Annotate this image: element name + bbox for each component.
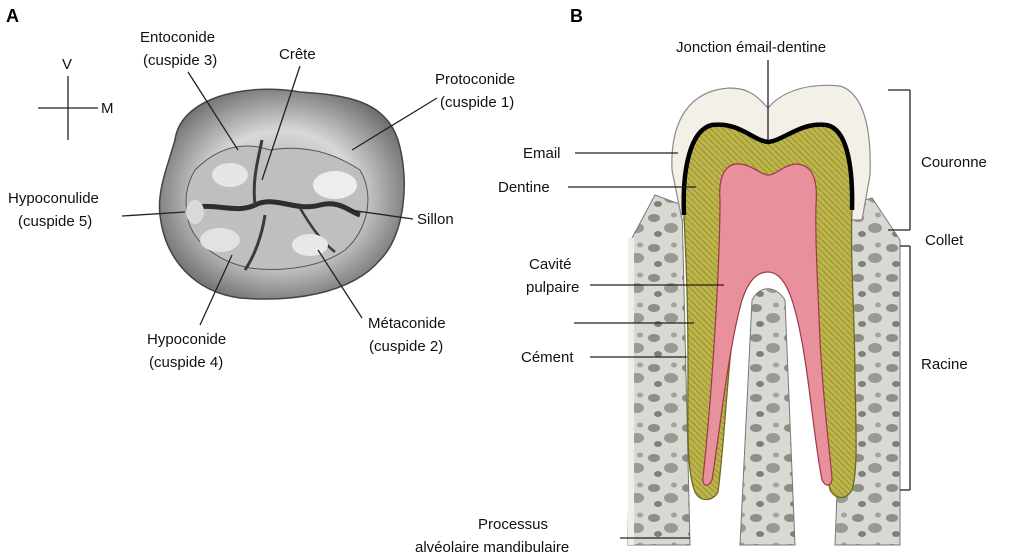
protoconide-label: Protoconide [435, 71, 515, 88]
entoconide-label: Entoconide [140, 29, 215, 46]
hypoconulide-label: Hypoconulide [8, 190, 99, 207]
racine-label: Racine [921, 356, 968, 373]
jonction-label: Jonction émail-dentine [676, 39, 826, 56]
cavite-label: Cavité [529, 256, 572, 273]
protoconide-sub-label: (cuspide 1) [440, 94, 514, 111]
hypoconide-label: Hypoconide [147, 331, 226, 348]
hypoconulide-sub-label: (cuspide 5) [18, 213, 92, 230]
crete-label: Crête [279, 46, 316, 63]
sillon-label: Sillon [417, 211, 454, 228]
entoconide-sub-label: (cuspide 3) [143, 52, 217, 69]
racine-bracket [900, 246, 910, 490]
orientation-m-label: M [101, 100, 114, 117]
orientation-cross: V M [38, 56, 114, 140]
panel-b-letter: B [570, 6, 583, 26]
metaconide-sub-label: (cuspide 2) [369, 338, 443, 355]
cavite-sub-label: pulpaire [526, 279, 579, 296]
cement-label: Cément [521, 349, 574, 366]
hypoconide-sub-label: (cuspide 4) [149, 354, 223, 371]
panel-a-letter: A [6, 6, 19, 26]
processus-sub-label: alvéolaire mandibulaire [415, 539, 569, 556]
interradicular-bone [740, 289, 795, 545]
metaconide-label: Métaconide [368, 315, 446, 332]
email-label: Email [523, 145, 561, 162]
orientation-v-label: V [62, 56, 72, 73]
processus-label: Processus [478, 516, 548, 533]
couronne-bracket [888, 90, 910, 230]
dentine-label: Dentine [498, 179, 550, 196]
collet-label: Collet [925, 232, 964, 249]
couronne-label: Couronne [921, 154, 987, 171]
alveolar-bone-left [628, 195, 690, 545]
